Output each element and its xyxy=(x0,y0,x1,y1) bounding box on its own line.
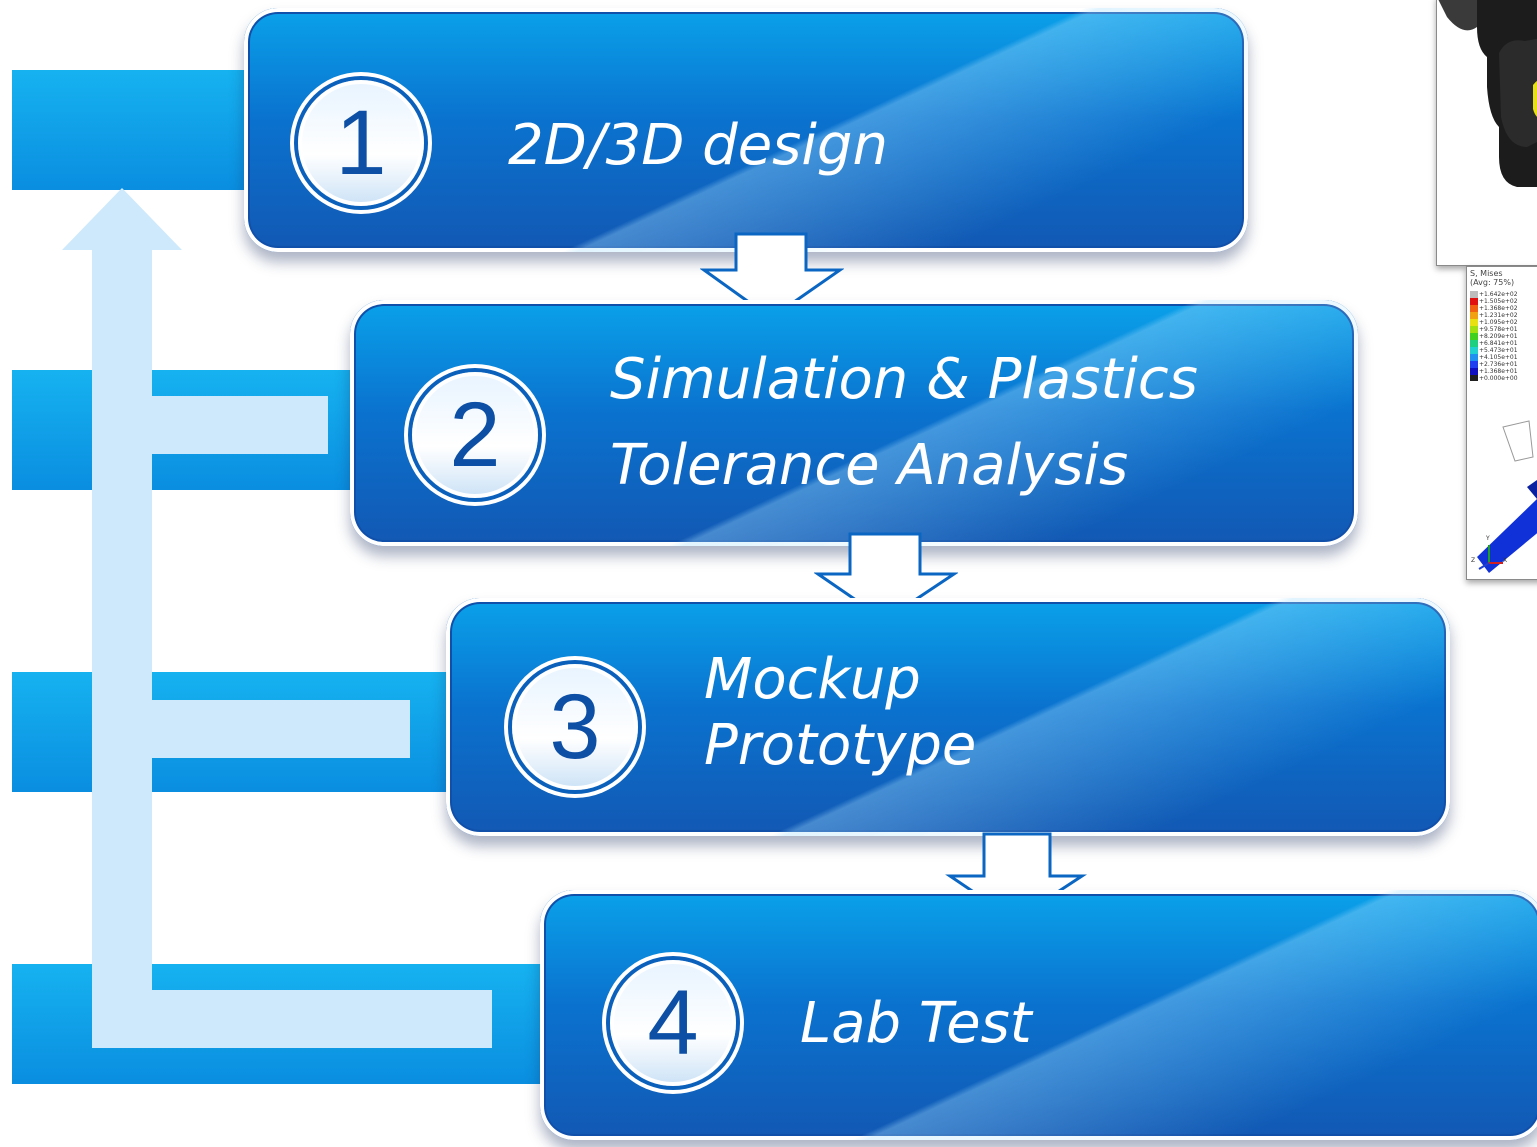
step-3-label: Mockup Prototype xyxy=(704,646,976,780)
step-4-badge: 4 xyxy=(610,960,736,1086)
axis-label-y: Y xyxy=(1486,535,1490,542)
step-2-number: 2 xyxy=(449,384,501,486)
fea-legend-value: +8.209e+01 xyxy=(1479,333,1518,340)
step-2-badge: 2 xyxy=(412,372,538,498)
fea-legend-value: +9.578e+01 xyxy=(1479,326,1518,333)
fea-legend-value: +1.505e+02 xyxy=(1479,298,1518,305)
step-4-line1: Lab Test xyxy=(800,991,1032,1056)
fea-legend-title: S, Mises xyxy=(1470,269,1503,278)
fea-legend-value: +1.642e+02 xyxy=(1479,291,1518,298)
fea-legend-value: +6.841e+01 xyxy=(1479,340,1518,347)
step-3-number: 3 xyxy=(549,676,601,778)
axis-label-z: Z xyxy=(1471,557,1476,564)
step-1-badge: 1 xyxy=(298,80,424,206)
fea-color-scale xyxy=(1470,291,1478,381)
fea-legend-value: +1.231e+02 xyxy=(1479,312,1518,319)
step-1-number: 1 xyxy=(335,92,387,194)
fea-legend-value: +5.473e+01 xyxy=(1479,347,1518,354)
fea-legend-value: +2.736e+01 xyxy=(1479,361,1518,368)
step-2-box xyxy=(350,300,1358,546)
axis-triad-icon xyxy=(1478,545,1503,570)
step-2-line1: Simulation & Plastics xyxy=(610,347,1198,412)
step-4-label: Lab Test xyxy=(800,990,1032,1058)
axis-label-x: X xyxy=(1503,557,1508,564)
step-3-line1: Mockup xyxy=(704,647,921,712)
fea-model-icon xyxy=(1477,420,1537,573)
cad-model-image xyxy=(1436,0,1537,266)
fea-legend-subtitle: (Avg: 75%) xyxy=(1470,278,1515,287)
fea-legend-value: +1.368e+02 xyxy=(1479,305,1518,312)
fea-result-image: S, Mises (Avg: 75%) +1.642e+02+1.505e+02… xyxy=(1466,266,1537,580)
step-1-line1: 2D/3D design xyxy=(508,113,888,178)
step-2-label: Simulation & Plastics Tolerance Analysis xyxy=(610,346,1198,500)
step-3-badge: 3 xyxy=(512,664,638,790)
step-4-number: 4 xyxy=(647,972,699,1074)
fea-legend-value: +0.000e+00 xyxy=(1479,375,1518,382)
fea-legend-value: +1.095e+02 xyxy=(1479,319,1518,326)
down-arrow-icon-2 xyxy=(814,532,958,622)
step-1-label: 2D/3D design xyxy=(508,112,888,180)
down-arrow-icon-1 xyxy=(700,232,844,320)
step-2-line2: Tolerance Analysis xyxy=(610,433,1129,498)
fea-legend-value: +1.368e+01 xyxy=(1479,368,1518,375)
fea-legend-value: +4.105e+01 xyxy=(1479,354,1518,361)
side-bar-1 xyxy=(12,70,272,190)
cad-part-icon xyxy=(1438,0,1537,187)
step-3-line2: Prototype xyxy=(704,713,977,778)
